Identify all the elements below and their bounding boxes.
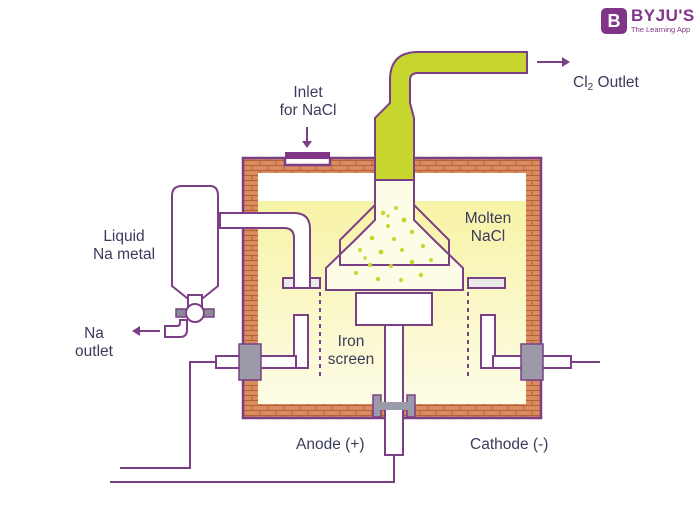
nacl-inlet-plate [285, 152, 330, 159]
label-na-line1: Na [84, 325, 104, 342]
label-cl2-suffix: Outlet [593, 74, 639, 91]
label-cl2-prefix: Cl [573, 74, 588, 91]
chlorine-collector [325, 51, 528, 291]
label-na-outlet: Na outlet [64, 325, 124, 361]
label-molten-line2: NaCl [470, 228, 506, 245]
logo-mark-icon: B [601, 8, 627, 34]
label-liquid-na: Liquid Na metal [82, 228, 166, 264]
label-cathode: Cathode (-) [470, 436, 549, 453]
chlorine-bubbles [354, 206, 433, 282]
arrows [132, 57, 570, 336]
label-inlet-line1: Inlet [293, 84, 323, 101]
label-cl2-sub: 2 [587, 82, 594, 93]
label-cl2-outlet: Cl2 Outlet [573, 74, 639, 97]
label-liquid-line2: Na metal [92, 246, 156, 263]
iron-screen [319, 292, 469, 378]
electrical-wires [110, 361, 600, 483]
label-inlet-line2: for NaCl [279, 102, 337, 119]
label-liquid-line1: Liquid [103, 228, 145, 245]
label-inlet: Inlet for NaCl [279, 84, 337, 120]
label-iron-line2: screen [327, 351, 375, 368]
cathode-right [480, 314, 572, 381]
anode-assembly [355, 292, 433, 456]
logo-tagline: The Learning App [631, 25, 691, 34]
logo-name: BYJU'S [631, 6, 695, 25]
label-molten-line1: Molten [464, 210, 512, 227]
label-iron-line1: Iron [337, 333, 365, 350]
label-iron-screen: Iron screen [321, 333, 381, 369]
sodium-outlet-pipe [164, 185, 311, 338]
label-anode: Anode (+) [296, 436, 365, 453]
label-na-line2: outlet [75, 343, 113, 360]
label-molten-nacl: Molten NaCl [453, 210, 523, 246]
